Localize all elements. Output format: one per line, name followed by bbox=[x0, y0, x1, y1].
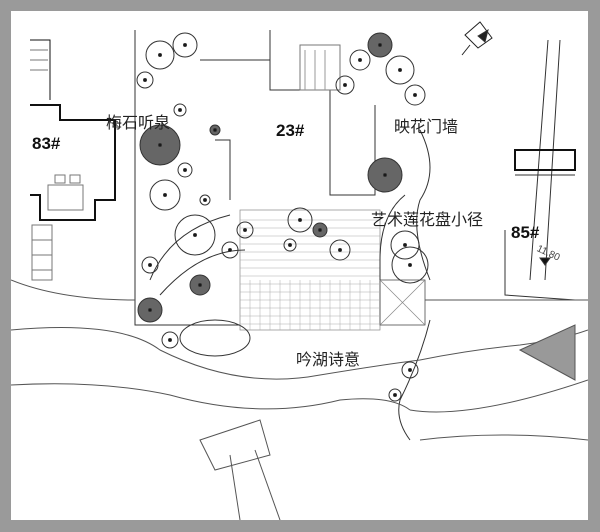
paving-grid bbox=[240, 219, 380, 330]
tree-icon bbox=[177, 162, 193, 178]
tree-center bbox=[158, 53, 162, 57]
label-lake-poem: 吟湖诗意 bbox=[296, 350, 361, 369]
building-23-number: 23# bbox=[276, 121, 305, 140]
plan-drawing bbox=[11, 21, 588, 520]
tree-icon bbox=[335, 75, 355, 95]
tree-icon bbox=[141, 256, 159, 274]
tree-center bbox=[243, 228, 247, 232]
tree-icon bbox=[283, 238, 297, 252]
garden-paths bbox=[149, 129, 431, 441]
tree-icon bbox=[404, 84, 426, 106]
tree-center bbox=[398, 68, 402, 72]
building-85-number: 85# bbox=[511, 223, 540, 242]
tree-icon bbox=[174, 214, 216, 256]
tree-icon bbox=[391, 246, 429, 284]
landscape-plan: 梅石听泉 映花门墙 艺术莲花盘小径 吟湖诗意 23# 83# 85# 11.80 bbox=[11, 11, 588, 520]
tree-icon bbox=[173, 103, 187, 117]
tree-icon bbox=[145, 40, 175, 70]
tree-center bbox=[298, 218, 302, 222]
tree-icon bbox=[221, 241, 239, 259]
north-arrow-icon bbox=[461, 21, 493, 56]
tree-center bbox=[378, 43, 382, 47]
entrance-arrow-icon bbox=[539, 257, 551, 266]
tree-center bbox=[183, 168, 187, 172]
tree-center bbox=[408, 368, 412, 372]
tree-center bbox=[213, 128, 217, 132]
tree-center bbox=[343, 83, 347, 87]
tree-icon bbox=[149, 179, 181, 211]
building-83-outline bbox=[30, 39, 116, 221]
tree-icon bbox=[385, 55, 415, 85]
label-lotus-path: 艺术莲花盘小径 bbox=[371, 210, 484, 229]
building-85-outline bbox=[504, 39, 576, 301]
tree-center bbox=[193, 233, 197, 237]
tree-center bbox=[288, 243, 292, 247]
tree-center bbox=[403, 243, 407, 247]
tree-center bbox=[168, 338, 172, 342]
label-flower-gate-wall: 映花门墙 bbox=[394, 117, 459, 136]
tree-icon bbox=[390, 230, 420, 260]
tree-icon bbox=[287, 207, 313, 233]
paved-slope bbox=[518, 324, 576, 381]
tree-icon bbox=[236, 221, 254, 239]
tree-center bbox=[143, 78, 147, 82]
tree-center bbox=[158, 143, 162, 147]
tree-center bbox=[148, 308, 152, 312]
tree-icon bbox=[401, 361, 419, 379]
tree-center bbox=[413, 93, 417, 97]
tree-icon bbox=[199, 194, 211, 206]
trees bbox=[136, 32, 429, 402]
label-plum-stone-spring: 梅石听泉 bbox=[106, 113, 171, 132]
tree-center bbox=[358, 58, 362, 62]
tree-center bbox=[338, 248, 342, 252]
tree-center bbox=[318, 228, 322, 232]
tree-center bbox=[393, 393, 397, 397]
lake-contours bbox=[11, 279, 588, 520]
tree-center bbox=[178, 108, 182, 112]
tree-icon bbox=[161, 331, 179, 349]
tree-center bbox=[183, 43, 187, 47]
tree-center bbox=[198, 283, 202, 287]
tree-center bbox=[203, 198, 207, 202]
building-83-details bbox=[30, 49, 84, 281]
tree-center bbox=[408, 263, 412, 267]
tree-icon bbox=[329, 239, 351, 261]
tree-center bbox=[148, 263, 152, 267]
tree-center bbox=[228, 248, 232, 252]
tree-icon bbox=[172, 32, 198, 58]
building-83-number: 83# bbox=[32, 134, 61, 153]
tree-center bbox=[163, 193, 167, 197]
tree-center bbox=[383, 173, 387, 177]
tree-icon bbox=[349, 49, 371, 71]
building-23-outline bbox=[134, 30, 376, 326]
tree-icon bbox=[136, 71, 154, 89]
tree-icon bbox=[388, 388, 402, 402]
